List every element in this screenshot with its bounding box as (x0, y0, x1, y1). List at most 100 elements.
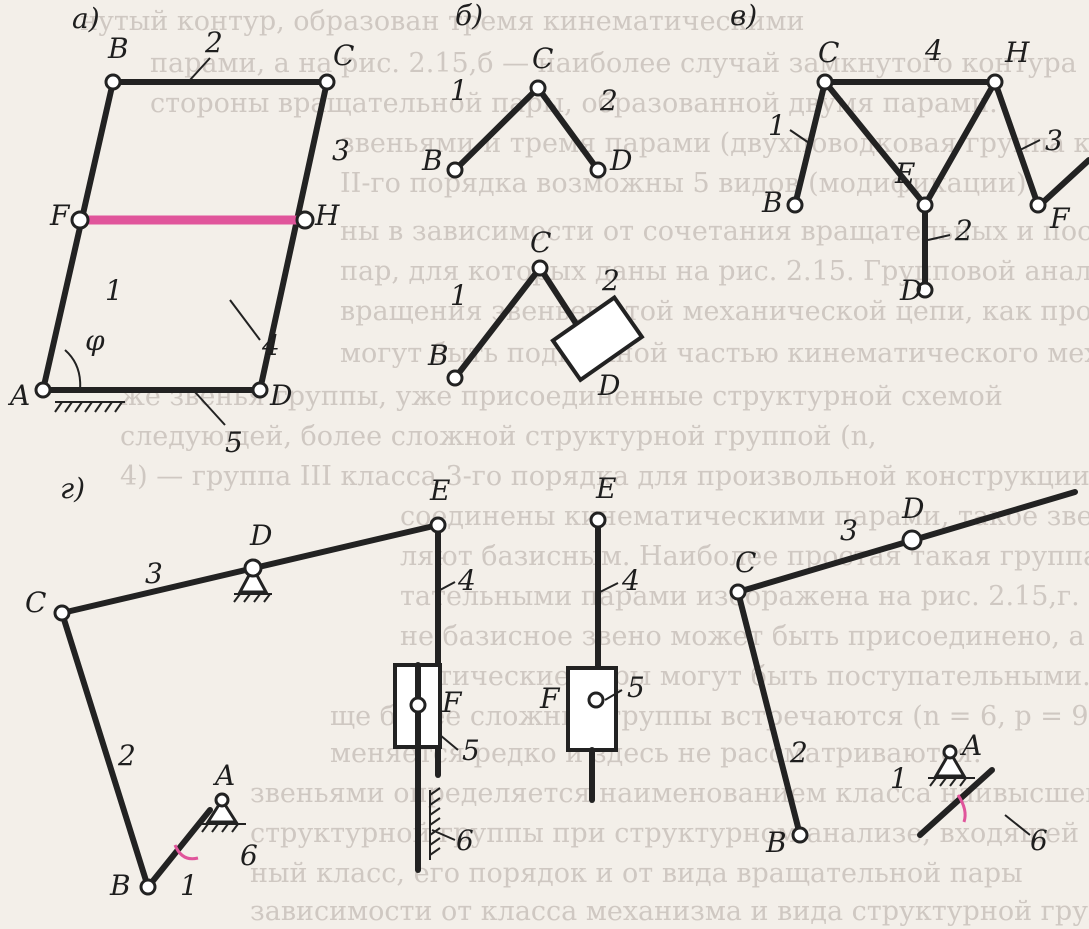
label-1: 1 (890, 762, 908, 795)
joint-F (1029, 196, 1047, 214)
joint-B (139, 878, 157, 896)
label-2: 2 (117, 739, 136, 772)
panel-a-label: а) (72, 2, 100, 35)
joint-C (816, 73, 834, 91)
link-ext (1037, 157, 1089, 208)
label-3: 3 (145, 557, 163, 590)
panel-b-label: б) (455, 0, 483, 32)
panel-c: в) C 4 H 1 3 E B F 2 D (730, 0, 1089, 307)
link-1 (145, 807, 213, 890)
leader (189, 57, 211, 81)
leader (599, 582, 619, 593)
leader (1004, 814, 1031, 836)
label-D: D (597, 369, 620, 402)
label-1: 1 (105, 274, 123, 307)
link-1 (40, 79, 116, 393)
label-5: 5 (225, 426, 243, 459)
label-H: H (314, 199, 340, 232)
label-B: B (427, 339, 449, 372)
joint-B (791, 826, 809, 844)
bg-line: матические пары могут быть поступательны… (400, 661, 1089, 692)
bg-line: ны в зависимости от сочетания вращательн… (340, 216, 1089, 247)
bg-line: стороны вращательной пары, образованной … (150, 88, 998, 119)
label-C: C (818, 36, 839, 69)
label-1: 1 (450, 279, 468, 312)
label-1: 1 (768, 109, 786, 142)
support-D (237, 564, 269, 594)
label-D: D (269, 379, 292, 412)
link-1 (917, 767, 995, 838)
leader (431, 829, 456, 841)
label-F: F (539, 682, 561, 715)
ground-hatch (201, 823, 239, 833)
label-B: B (107, 32, 129, 65)
joint-B (104, 73, 122, 91)
ground-hatch (929, 777, 967, 787)
label-C: C (333, 39, 354, 72)
joint-C (529, 79, 547, 97)
joint-F (409, 696, 427, 714)
bg-line: нутый контур, образован тремя кинематиче… (80, 6, 805, 37)
label-1: 1 (180, 869, 198, 902)
joint-B (446, 369, 464, 387)
joint-A (34, 381, 52, 399)
joint-A (214, 792, 230, 808)
label-4: 4 (457, 564, 476, 597)
leader (194, 391, 226, 426)
joint-D (243, 558, 263, 578)
leader (439, 734, 459, 751)
label-6: 6 (240, 839, 258, 872)
slider-D (550, 294, 645, 383)
panel-b: б) 1 C 2 B D C 1 2 B D (421, 0, 645, 402)
label-D: D (249, 519, 272, 552)
joint-F (587, 691, 605, 709)
joint-D (916, 281, 934, 299)
leader (604, 689, 623, 701)
bg-line: звеньями определяется наименованием клас… (250, 778, 1089, 809)
joint-E (589, 511, 607, 529)
joint-C (531, 259, 549, 277)
label-4: 4 (924, 34, 943, 67)
background-text: нутый контур, образован тремя кинематиче… (80, 6, 1089, 927)
bg-line: пар, для которых даны на рис. 2.15. Груп… (340, 256, 1089, 287)
joint-D (251, 381, 269, 399)
slider-5 (566, 666, 618, 752)
joint-D (901, 529, 923, 551)
rotation-arrow (956, 794, 967, 823)
joint-E (916, 196, 934, 214)
joint-F (70, 210, 90, 230)
link-1 (452, 85, 541, 173)
link-2 (535, 85, 601, 173)
label-3: 3 (1045, 124, 1063, 157)
joint-B (446, 161, 464, 179)
label-3: 3 (332, 134, 350, 167)
label-D: D (901, 492, 924, 525)
label-5: 5 (627, 671, 645, 704)
joint-D (589, 161, 607, 179)
joint-C (318, 73, 336, 91)
link-1 (452, 265, 543, 381)
label-2: 2 (204, 26, 223, 59)
angle-arc (64, 349, 82, 391)
link-2 (59, 610, 151, 890)
ground-hatch (54, 401, 125, 413)
leader (439, 581, 456, 591)
leader (789, 129, 813, 146)
label-4: 4 (621, 564, 640, 597)
label-F: F (1049, 202, 1071, 235)
label-B: B (761, 186, 783, 219)
label-B: B (421, 144, 443, 177)
bg-line: зависимости от класса механизма и вида с… (250, 896, 1089, 927)
label-F: F (49, 199, 71, 232)
ground-hatch (233, 593, 271, 603)
joint-E (429, 516, 447, 534)
label-D: D (609, 144, 632, 177)
panel-c-label: в) (730, 0, 757, 32)
panel-a: а) B 2 C 3 F H 1 4 φ (7, 2, 354, 459)
link-3 (992, 79, 1041, 208)
label-2: 2 (601, 264, 620, 297)
bg-line: ляют базисным. Наиболее простая такая гр… (400, 541, 1089, 572)
label-2: 2 (954, 214, 973, 247)
label-D: D (899, 274, 922, 307)
support-A (933, 749, 967, 778)
